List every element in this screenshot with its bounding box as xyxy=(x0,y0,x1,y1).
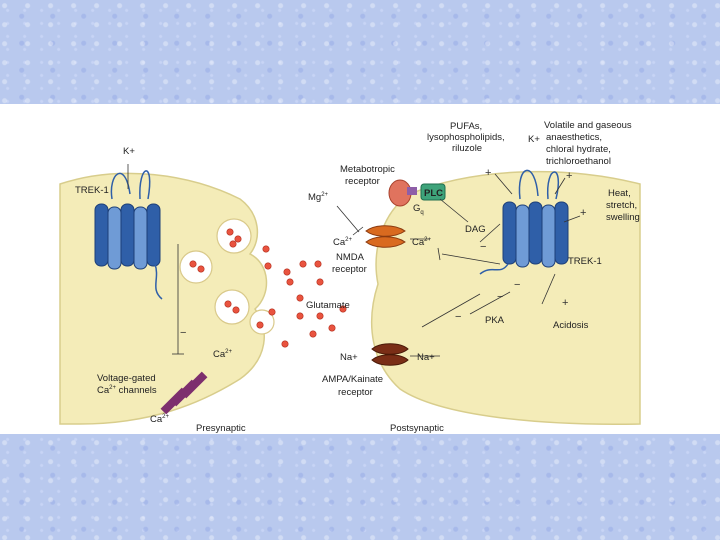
plus-sign: + xyxy=(485,167,491,179)
minus-sign: − xyxy=(455,311,461,323)
nmda-label: NMDA xyxy=(336,252,365,263)
metabotropic-receptor xyxy=(388,179,417,207)
presynaptic-label: Presynaptic xyxy=(196,423,246,434)
trichloroethanol-label: trichloroethanol xyxy=(546,156,611,167)
metabotropic-receptor-label: receptor xyxy=(345,176,380,187)
glutamate-molecules xyxy=(189,228,347,348)
ampa-receptor-label: receptor xyxy=(338,387,373,398)
riluzole-label: riluzole xyxy=(452,143,482,154)
metabotropic-label: Metabotropic xyxy=(340,164,395,175)
anaesthetics-label: anaesthetics, xyxy=(546,132,602,143)
swelling-label: swelling xyxy=(606,212,640,223)
lysophospholipids-label: lysophospholipids, xyxy=(427,132,505,143)
minus-sign: − xyxy=(514,279,520,291)
na-right-label: Na+ xyxy=(417,352,435,363)
k-plus-right-label: K+ xyxy=(528,134,540,145)
dag-label: DAG xyxy=(465,224,486,235)
voltage-gated-ca-channel xyxy=(160,371,208,415)
minus-sign: − xyxy=(497,291,503,303)
ca-bottom-label: Ca2+ xyxy=(150,414,169,425)
trek1-channel-left xyxy=(94,170,163,300)
minus-sign: − xyxy=(480,241,486,253)
plus-sign: + xyxy=(580,207,586,219)
ca-right-label: Ca2+ xyxy=(412,237,431,248)
chloral-label: chloral hydrate, xyxy=(546,144,611,155)
plc-box xyxy=(420,183,446,201)
plus-sign: + xyxy=(562,297,568,309)
voltage-gated-label: Voltage-gated xyxy=(97,373,156,384)
ampa-label: AMPA/Kainate xyxy=(322,374,383,385)
glutamate-label: Glutamate xyxy=(306,300,350,311)
pka-label: PKA xyxy=(485,315,505,326)
trek1-channel-right xyxy=(479,169,569,275)
gq-label: Gq xyxy=(413,203,424,216)
acidosis-label: Acidosis xyxy=(553,320,589,331)
synaptic-vesicles xyxy=(179,218,275,335)
vesicle xyxy=(216,218,252,254)
vesicle xyxy=(214,289,250,325)
ca-presynaptic-label: Ca2+ xyxy=(213,349,232,360)
plus-sign: + xyxy=(566,170,572,182)
nmda-receptor-label: receptor xyxy=(332,264,367,275)
ca-channels-label: Ca2+ channels xyxy=(97,385,157,396)
vesicle xyxy=(179,250,213,284)
ampa-kainate-receptor xyxy=(371,343,409,366)
trek1-left-label: TREK-1 xyxy=(75,185,109,196)
trek1-synapse-diagram: K+ TREK-1 Mg2+ Metabotropic receptor PLC… xyxy=(59,120,641,434)
na-left-label: Na+ xyxy=(340,352,358,363)
diagram-panel: K+ TREK-1 Mg2+ Metabotropic receptor PLC… xyxy=(0,104,720,434)
ca-left-label: Ca2+ xyxy=(333,237,352,248)
pathway-arrows xyxy=(172,173,581,357)
pufas-label: PUFAs, xyxy=(450,121,482,132)
k-plus-left-label: K+ xyxy=(123,146,135,157)
mg-label: Mg2+ xyxy=(308,192,329,203)
stretch-label: stretch, xyxy=(606,200,637,211)
heat-label: Heat, xyxy=(608,188,631,199)
nmda-receptor xyxy=(365,225,406,248)
plc-label: PLC xyxy=(424,188,443,199)
postsynaptic-label: Postsynaptic xyxy=(390,423,444,434)
minus-sign: − xyxy=(180,327,186,339)
volatile-label: Volatile and gaseous xyxy=(544,120,632,131)
vesicle xyxy=(249,309,275,335)
trek1-right-label: TREK-1 xyxy=(568,256,602,267)
